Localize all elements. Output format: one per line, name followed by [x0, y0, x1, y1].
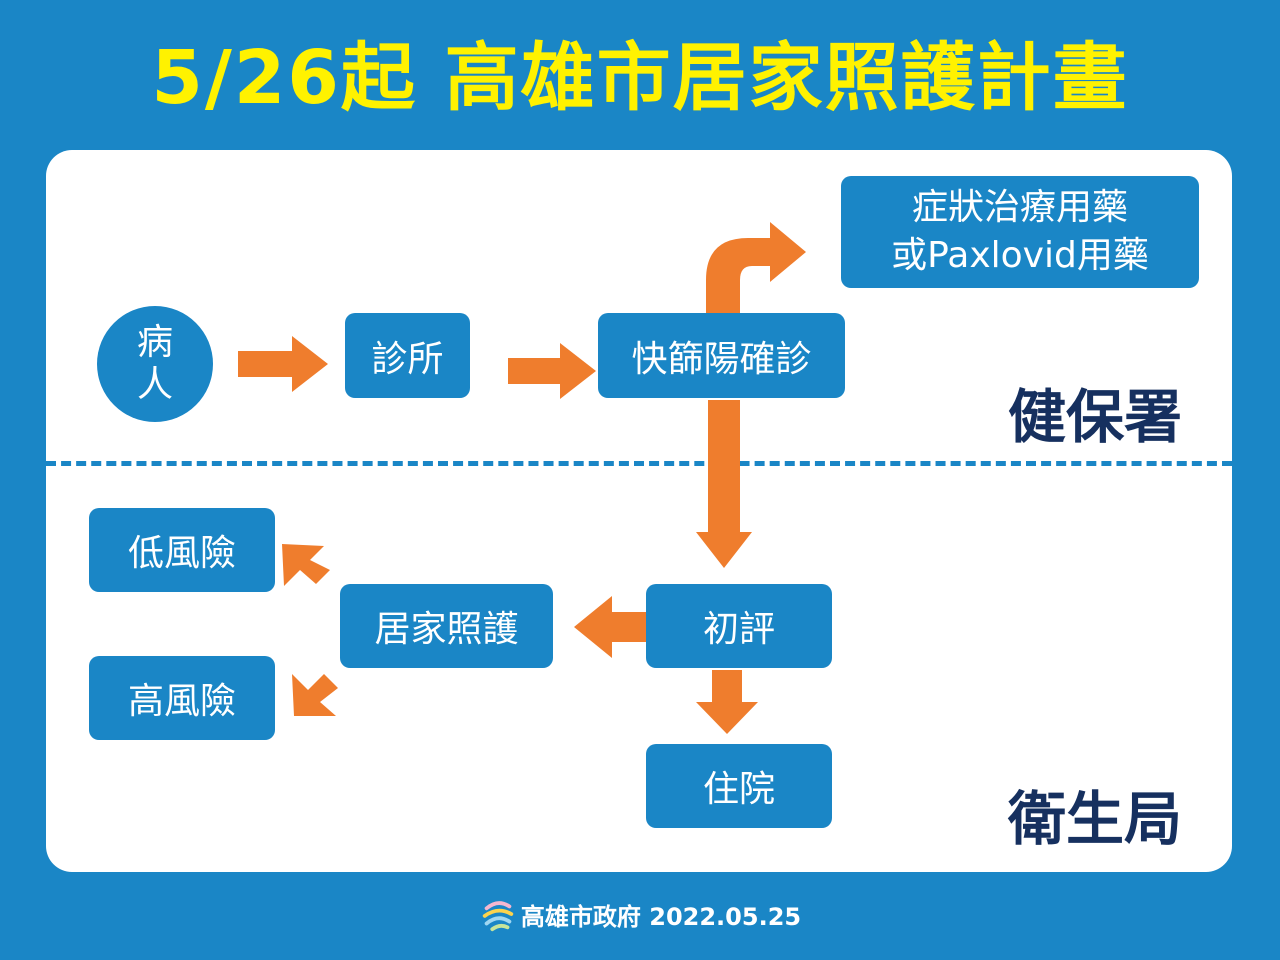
page-title: 5/26起 高雄市居家照護計畫 — [151, 35, 1129, 121]
node-medication: 症狀治療用藥 或Paxlovid用藥 — [841, 176, 1199, 288]
node-rapid-test: 快篩陽確診 — [598, 313, 845, 398]
node-clinic: 診所 — [345, 313, 470, 398]
arrow-rapid-test-to-initial-assessment — [696, 400, 752, 568]
kaohsiung-logo-icon — [482, 901, 514, 932]
arrow-clinic-to-rapid-test — [508, 343, 596, 399]
footer-text: 高雄市政府 2022.05.25 — [520, 902, 802, 931]
arrow-home-care-to-low-risk — [282, 544, 330, 586]
arrow-rapid-test-to-medication — [706, 222, 806, 316]
node-patient-line2: 人 — [136, 364, 173, 405]
node-high-risk: 高風險 — [89, 656, 275, 740]
arrow-initial-to-home-care — [574, 596, 646, 658]
node-medication-line2: 或Paxlovid用藥 — [891, 235, 1149, 276]
footer: 高雄市政府 2022.05.25 — [0, 892, 1280, 936]
arrow-patient-to-clinic — [238, 336, 328, 392]
arrow-initial-to-hospital — [696, 670, 758, 734]
section-divider — [46, 461, 1232, 466]
node-low-risk: 低風險 — [89, 508, 275, 592]
node-hospitalization: 住院 — [646, 744, 832, 828]
agency-health-bureau: 衛生局 — [1008, 785, 1183, 853]
node-initial-assessment: 初評 — [646, 584, 832, 668]
agency-nhi: 健保署 — [1008, 383, 1183, 451]
node-patient: 病 人 — [97, 306, 213, 422]
node-home-care: 居家照護 — [340, 584, 553, 668]
arrow-home-care-to-high-risk — [292, 674, 338, 716]
node-medication-line1: 症狀治療用藥 — [911, 187, 1128, 228]
node-patient-line1: 病 — [136, 322, 173, 363]
